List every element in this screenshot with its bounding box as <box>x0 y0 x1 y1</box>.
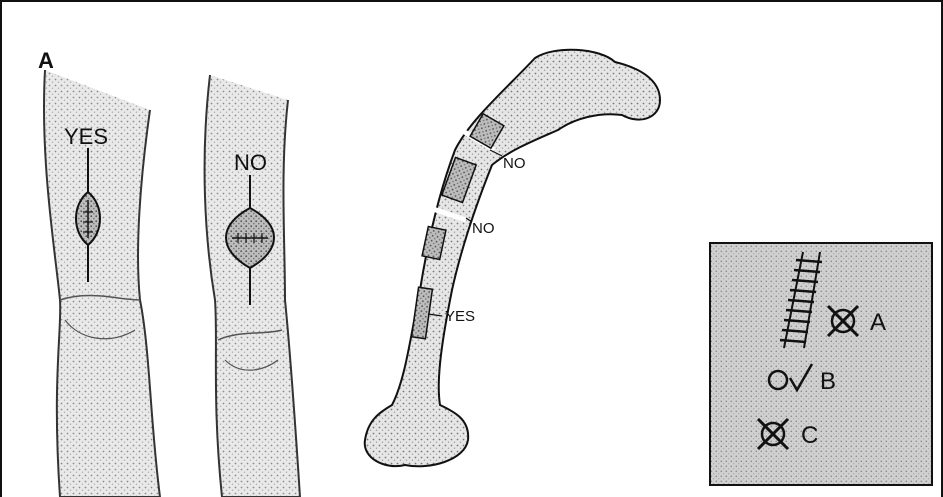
right-leg-drawing <box>205 75 300 497</box>
inset-label-c: C <box>801 424 818 448</box>
femur-label-middle: NO <box>472 221 495 236</box>
panel-letter: A <box>38 50 54 72</box>
cross-mark-a <box>828 306 858 336</box>
inset-label-b: B <box>820 370 836 394</box>
right-leg-label: NO <box>234 152 267 174</box>
femur-label-upper: NO <box>503 156 526 171</box>
inset-box <box>710 243 932 485</box>
femur-drawing <box>365 50 660 467</box>
cross-mark-c <box>758 419 788 449</box>
femur-label-lower: YES <box>445 309 475 324</box>
left-leg-label: YES <box>64 126 108 148</box>
inset-label-a: A <box>870 311 886 335</box>
